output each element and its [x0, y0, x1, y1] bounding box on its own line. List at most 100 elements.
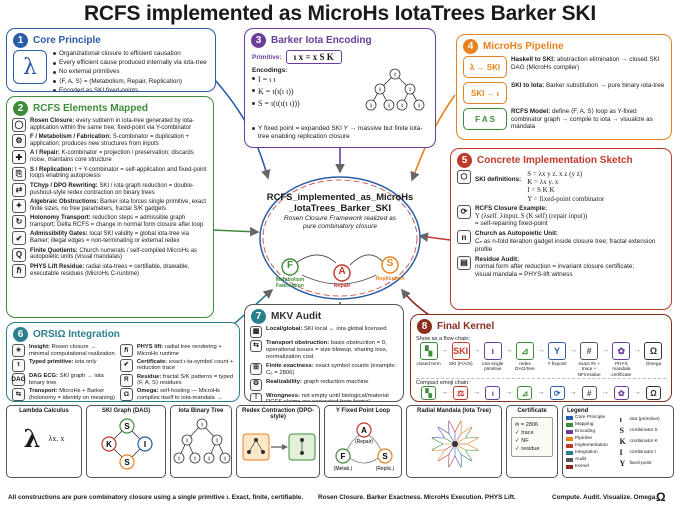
legend-label: Mapping: [575, 422, 594, 427]
kernel-label: redex-DAG: [513, 401, 536, 402]
element-text: reduction steps = admissible graph trans…: [30, 215, 204, 229]
iota-node: ι: [201, 422, 203, 429]
page-title: RCFS implemented as MicroHs IotaTrees Ba…: [83, 2, 597, 25]
element-label: TChyp / DPO Rewriting:: [30, 182, 98, 189]
kernel-label: SKI (F/A/S): [449, 401, 473, 402]
redex-diagram: [242, 433, 316, 461]
element-body: PHYS Lift Residue: radial iota-trees = c…: [30, 264, 208, 278]
element-icon: ✦: [12, 198, 26, 213]
iota-tree-node: ι: [388, 103, 390, 110]
fixed-point-note: Y fixed point = expanded SKI Y → massive…: [258, 125, 423, 140]
kernel-label: mandala-cert: [609, 401, 634, 402]
element-body: Finite Quotients: Church numerals / self…: [30, 248, 208, 262]
panel-title: Final Kernel: [437, 321, 495, 332]
kernel-icon: ✿: [613, 386, 629, 401]
example-label: RCFS Closure Example:: [475, 205, 548, 213]
loop-node-s-label: (Replic.): [376, 466, 395, 472]
iota-node: ι: [224, 456, 226, 463]
orsi-body: Residue: fractal S/K patterns = typed ⟨F…: [137, 374, 234, 387]
kernel-step: ##s + trace + NF/residue: [577, 386, 602, 401]
lambda-box-title: Lambda Calculus: [19, 408, 69, 414]
ski-def: I = S K K: [527, 186, 555, 195]
audit-row: ▦Local/global: SKI local ↔ iota global l…: [250, 326, 398, 338]
kernel-label: exact #s + trace + NF/residue: [577, 361, 601, 377]
iota-node: ι: [216, 438, 218, 445]
legend-label: Kernel: [575, 464, 589, 469]
element-row: ⎘S / Replication: I + Y-combinator = sel…: [12, 166, 208, 181]
legend-symbol: K: [619, 437, 626, 446]
audit-label: Finite exactness:: [266, 362, 314, 369]
element-label: Admissibility Gates:: [30, 231, 88, 238]
panel-title: RCFS Elements Mapped: [33, 103, 149, 114]
kernel-icon: ⟳: [549, 386, 565, 401]
bottom-y-loop: Y Fixed Point Loop A (Repair) F (Metab.)…: [324, 405, 402, 478]
legend-symbol-label: combinator K: [629, 439, 658, 444]
audit-body: Transport obstruction: basis obstruction…: [266, 340, 398, 361]
core-item: Every efficient cause produced internall…: [53, 59, 207, 67]
pipeline-body: SKI to Iota: Barker substitution → pure …: [511, 82, 664, 90]
kernel-icon: ⊿: [515, 342, 534, 360]
legend-label: Implementation: [575, 443, 608, 448]
kernel-label: Ω: [652, 401, 656, 402]
legend-symbol-label: combinator S: [629, 428, 658, 433]
legend-item: Mapping: [566, 421, 617, 428]
orsi-row: ⇆Transport: MicroHs + Barker (holonomy =…: [12, 388, 116, 401]
orsi-row: ✔Certificate: exact ι-ta-symbol count + …: [119, 358, 234, 372]
legend-item: Implementation: [566, 442, 617, 449]
legend-swatch: [566, 450, 573, 455]
panel-title: ORSIΩ Integration: [33, 329, 120, 340]
core-item: No external primitives: [53, 68, 207, 76]
kernel-icon: #: [580, 342, 599, 360]
element-label: F / Metabolism / Fabrication:: [30, 134, 112, 141]
orsi-icon: τ: [12, 358, 25, 372]
kernel-icon: SKI: [451, 342, 470, 360]
cube-icon: ⬡: [457, 170, 471, 184]
core-item-text: Every efficient cause produced internall…: [59, 59, 207, 67]
audit-icon: ⊞: [250, 362, 262, 375]
church-n-icon: n: [457, 230, 471, 245]
element-row: ✦Algebraic Obstructions: Barker iota for…: [12, 198, 208, 213]
pipeline-body: RCFS Model: define ⟨F, A, S⟩ loop as Y-f…: [511, 108, 665, 131]
pipeline-label: Haskell to SKI:: [511, 56, 556, 63]
kernel-label: Y/fixpt: [551, 401, 564, 402]
redex-title: Redex Contraction (DPO-style): [241, 408, 314, 420]
audit-label: Wrongness:: [266, 392, 300, 399]
element-row: ⇄TChyp / DPO Rewriting: SKI / iota graph…: [12, 182, 208, 197]
y-loop-title: Y Fixed Point Loop: [335, 408, 391, 414]
legend-symbol: I: [619, 448, 623, 457]
legend-label: Integration: [575, 450, 598, 455]
loop-node-s: S: [382, 452, 388, 461]
loop-node-f-label: (Metab.): [334, 466, 353, 472]
flow-arrow: →: [537, 389, 545, 397]
panel-number: 1: [13, 33, 28, 48]
node-s-label: Replication: [375, 276, 405, 282]
element-body: Rosen Closure: every subterm in iota-tre…: [30, 118, 208, 132]
legend-swatch: [566, 443, 573, 448]
element-label: Finite Quotients:: [30, 247, 78, 254]
orsi-icon: Ω: [119, 388, 133, 401]
flow-arrow: →: [473, 389, 481, 397]
element-label: S / Replication:: [30, 166, 74, 173]
footer-right: Compute. Audit. Visualize. Omega.: [552, 494, 658, 501]
defs-label: SKI definitions:: [475, 176, 522, 183]
radial-mandala: [431, 420, 479, 468]
element-icon: ✚: [12, 150, 26, 165]
flow-arrow: →: [505, 347, 513, 354]
orsi-row: ☀Insight: Rosen closure → minimal comput…: [12, 344, 116, 357]
iota-tree-node: ι: [379, 87, 381, 94]
encoding-text: I = ι ι: [258, 75, 276, 84]
kernel-icon: ⚖: [453, 386, 469, 401]
kernel-icon: Ω: [645, 386, 661, 401]
node-f-label: Metabolism Fabrication: [275, 277, 305, 289]
loop-node-a-label: (Repair): [355, 439, 373, 445]
legend-swatch: [566, 429, 573, 434]
